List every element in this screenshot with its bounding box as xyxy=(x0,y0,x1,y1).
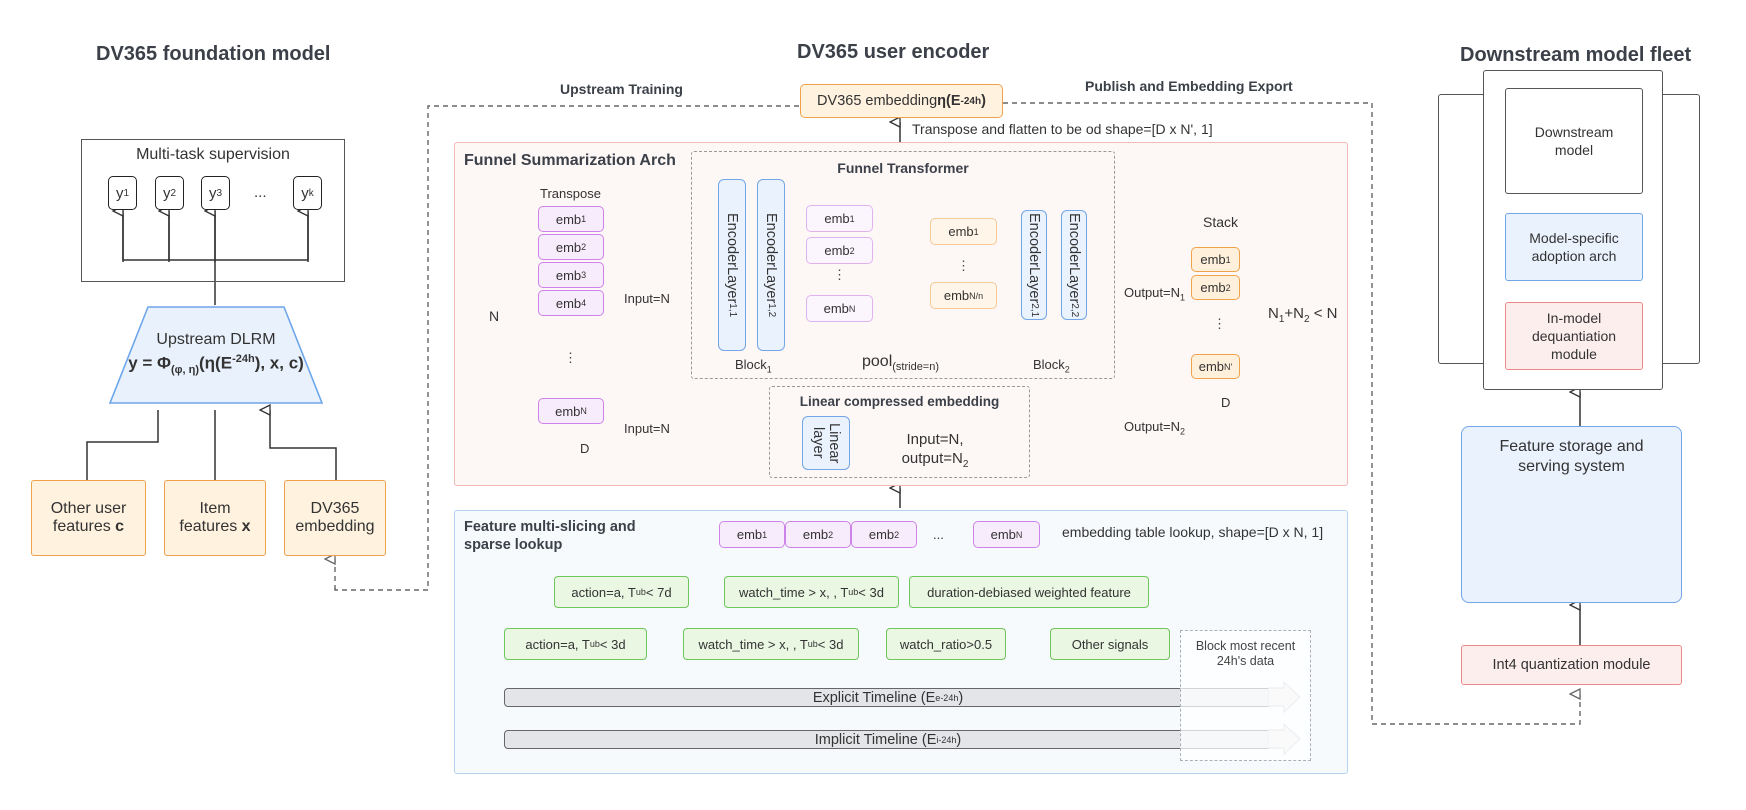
funnel-summarization-title: Funnel Summarization Arch xyxy=(464,152,676,169)
downstream-title: Downstream model fleet xyxy=(1460,44,1692,66)
lookup-note: embedding table lookup, shape=[D x N, 1] xyxy=(1062,524,1324,540)
dlrm-formula: y = Φ(φ, η)(η(E-24h), x, c) xyxy=(128,353,304,377)
input-n-label-top: Input=N xyxy=(624,291,670,306)
input-n-label-bottom: Input=N xyxy=(624,421,670,436)
size-constraint-label: N1+N2 < N xyxy=(1268,305,1338,325)
pool-label: pool(stride=n) xyxy=(862,353,940,374)
linear-compressed-title: Linear compressed embedding xyxy=(799,394,1000,409)
transpose-label: Transpose xyxy=(540,186,601,201)
block-recent-overlay xyxy=(1180,630,1311,761)
item-features-box: Item features x xyxy=(164,480,266,556)
encoder-layer-2-2: EncoderLayer2,2 xyxy=(1061,210,1087,320)
encoder-layer-2-1: EncoderLayer2,1 xyxy=(1021,210,1047,320)
dlrm-trapezoid xyxy=(108,306,324,404)
upstream-training-label: Upstream Training xyxy=(560,81,683,97)
stack-emb-vdots: ⋮ xyxy=(1213,316,1226,331)
int4-quantization-box: Int4 quantization module xyxy=(1461,645,1682,685)
dv365-embedding-output-box: DV365 embedding η(E-24h) xyxy=(800,84,1003,118)
wire-inputs-to-dlrm xyxy=(86,410,337,480)
feature-storage-panel xyxy=(1461,426,1682,603)
transpose-flatten-label: Transpose and flatten to be od shape=[D … xyxy=(912,121,1213,137)
feature-other-signals: Other signals xyxy=(1050,628,1170,660)
linear-compressed-panel xyxy=(769,386,1030,478)
dlrm-title: Upstream DLRM xyxy=(156,331,276,348)
feature-watch-ratio: watch_ratio>0.5 xyxy=(886,628,1006,660)
encoder-layer-1-1: EncoderLayer1,1 xyxy=(718,179,746,351)
dashed-publish-export xyxy=(1003,102,1581,725)
funnel-transformer-title: Funnel Transformer xyxy=(837,160,969,176)
mid-emb-vdots: ⋮ xyxy=(833,267,846,282)
input-emb-vdots: ⋮ xyxy=(564,350,577,365)
task-ellipsis: ... xyxy=(254,184,267,201)
linear-io-label: Input=N,output=N2 xyxy=(901,431,969,470)
publish-export-label: Publish and Embedding Export xyxy=(1085,78,1293,94)
multitask-label: Multi-task supervision xyxy=(136,146,290,163)
encoder-layer-1-2: EncoderLayer1,2 xyxy=(757,179,785,351)
encoder-title: DV365 user encoder xyxy=(797,41,990,63)
n-label: N xyxy=(489,308,500,324)
output-n2-label: Output=N2 xyxy=(1124,419,1186,437)
stack-title: Stack xyxy=(1203,214,1239,230)
d-label: D xyxy=(580,441,590,456)
linear-layer-box: Linear layer xyxy=(802,416,850,470)
lookup-ellipsis: ... xyxy=(933,527,944,542)
pooled-emb-vdots: ⋮ xyxy=(957,258,970,273)
funnel-transformer-panel xyxy=(691,151,1115,379)
block-2-label: Block2 xyxy=(1033,357,1070,375)
stack-d-label: D xyxy=(1221,395,1231,410)
output-n1-label: Output=N1 xyxy=(1124,285,1186,303)
block-1-label: Block1 xyxy=(735,357,772,375)
dv365-embedding-input-box: DV365 embedding xyxy=(284,480,386,556)
foundation-title: DV365 foundation model xyxy=(96,43,331,65)
feature-duration-debiased: duration-debiased weighted feature xyxy=(909,576,1149,608)
other-user-features-box: Other user features c xyxy=(31,480,146,556)
multitask-supervision-panel xyxy=(81,139,345,282)
